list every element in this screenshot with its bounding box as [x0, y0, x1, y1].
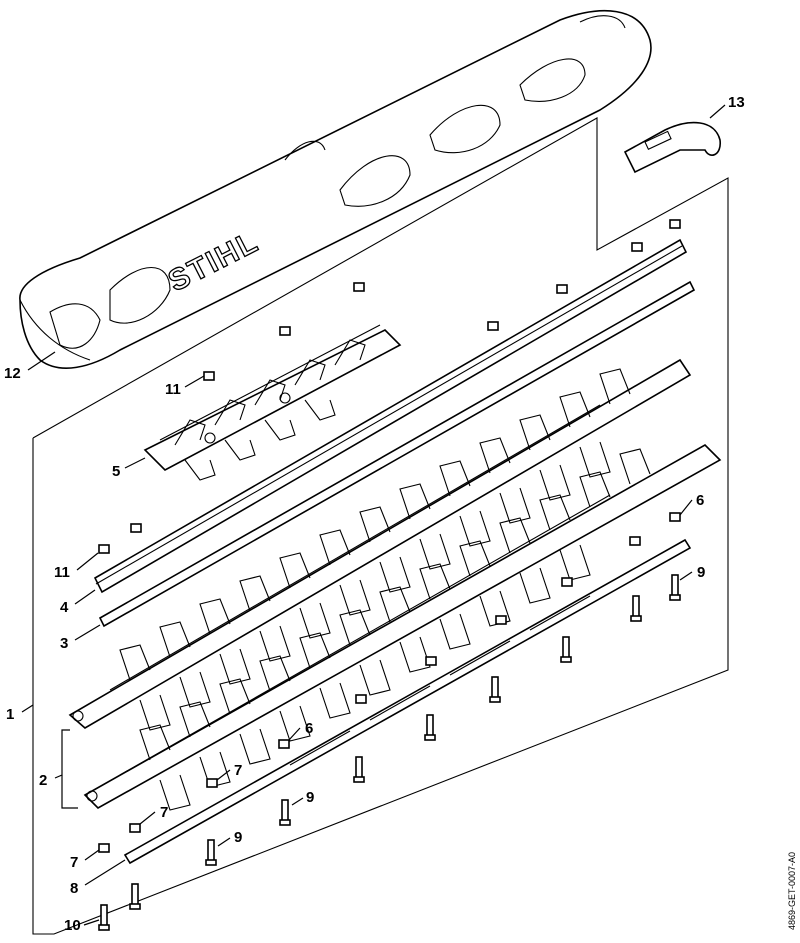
blade-cover: STIHL	[19, 10, 652, 369]
leader-lines	[21, 104, 726, 926]
cutter-blade-lower	[83, 444, 722, 811]
callout-1: 1	[6, 706, 14, 723]
callout-12: 12	[4, 365, 21, 382]
callout-7a: 7	[234, 762, 242, 779]
screws	[98, 574, 681, 931]
callout-4: 4	[60, 599, 69, 616]
callout-3: 3	[60, 635, 68, 652]
cutter-support	[143, 324, 402, 481]
wear-strip	[123, 538, 692, 865]
callout-2: 2	[39, 772, 47, 789]
document-code: 4869-GET-0007-A0	[787, 852, 797, 930]
callout-8: 8	[70, 880, 78, 897]
callout-10: 10	[64, 917, 81, 934]
blade-cap	[623, 121, 721, 174]
callout-9c: 9	[234, 829, 242, 846]
callout-6b: 6	[305, 720, 313, 737]
cutter-blade-upper	[68, 358, 692, 731]
callout-11a: 11	[165, 381, 181, 398]
assembly-outline	[32, 117, 729, 935]
callout-11b: 11	[54, 564, 70, 581]
callout-7c: 7	[70, 854, 78, 871]
callout-9b: 9	[306, 789, 314, 806]
callout-6a: 6	[696, 492, 704, 509]
callout-13: 13	[728, 94, 745, 111]
spacer-strip	[98, 280, 696, 628]
callout-7b: 7	[160, 804, 168, 821]
hex-nuts	[98, 219, 681, 853]
reinforcing-rail	[93, 238, 688, 594]
callout-5: 5	[112, 463, 120, 480]
callout-9a: 9	[697, 564, 705, 581]
